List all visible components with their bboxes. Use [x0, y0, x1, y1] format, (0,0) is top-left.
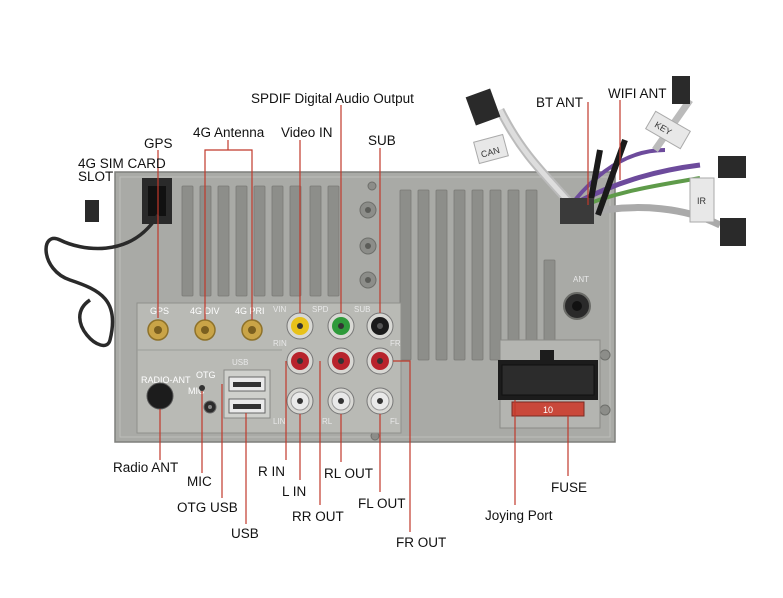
marking-vin: VIN	[273, 305, 287, 314]
leader-lines	[157, 100, 621, 532]
marking-sub: SUB	[354, 305, 370, 314]
radio-ant-jack	[146, 382, 174, 410]
leader-fr-out	[393, 360, 411, 532]
label-sim-card: 4G SIM CARD	[78, 156, 166, 171]
usb-port	[228, 398, 266, 414]
label-4g-antenna: 4G Antenna	[193, 125, 265, 140]
tag-can: CAN	[480, 145, 501, 160]
marking-spd: SPD	[312, 305, 329, 314]
4g-pri-connector	[241, 319, 263, 341]
label-fuse: FUSE	[551, 480, 588, 495]
marking-rin: RIN	[273, 339, 287, 348]
label-spdif: SPDIF Digital Audio Output	[251, 91, 414, 106]
mic-otg-jacks	[199, 385, 217, 414]
marking-gps: GPS	[150, 306, 169, 316]
marking-ant: ANT	[573, 275, 589, 284]
otg-usb-port	[228, 376, 266, 392]
label-sim-card-slot: SLOT	[78, 169, 114, 184]
rca-fr-out	[366, 347, 394, 375]
joying-port-connector: 10	[498, 339, 601, 429]
rca-r-in	[286, 347, 314, 375]
label-usb: USB	[231, 526, 259, 541]
cable-connectors	[465, 76, 746, 246]
fuse: 10	[511, 401, 585, 417]
label-fl-out: FL OUT	[358, 496, 406, 511]
tag-ir: IR	[697, 196, 707, 206]
label-bt-ant: BT ANT	[536, 95, 584, 110]
gps-connector	[147, 319, 169, 341]
label-r-in: R IN	[258, 464, 285, 479]
label-rr-out: RR OUT	[292, 509, 344, 524]
label-sub: SUB	[368, 133, 396, 148]
marking-usb: USB	[232, 358, 248, 367]
marking-otg: OTG	[196, 370, 216, 380]
rca-jacks	[286, 312, 394, 415]
marking-radio-ant: RADIO-ANT	[141, 375, 191, 385]
vent-slots-right	[399, 189, 556, 361]
usb-ports	[223, 369, 271, 419]
label-fr-out: FR OUT	[396, 535, 447, 550]
label-video-in: Video IN	[281, 125, 333, 140]
rca-rl-out	[327, 387, 355, 415]
label-otg-usb: OTG USB	[177, 500, 238, 515]
label-joying-port: Joying Port	[485, 508, 553, 523]
marking-lin: LIN	[273, 417, 286, 426]
marking-mic: MIC	[188, 386, 205, 396]
rca-sub	[366, 312, 394, 340]
marking-rl: RL	[322, 417, 333, 426]
label-l-in: L IN	[282, 484, 307, 499]
rca-spdif	[327, 312, 355, 340]
label-wifi-ant: WIFI ANT	[608, 86, 667, 101]
rca-fl-out	[366, 387, 394, 415]
rca-l-in	[286, 387, 314, 415]
marking-fl: FL	[390, 417, 400, 426]
rca-rr-out	[327, 347, 355, 375]
rca-video-in	[286, 312, 314, 340]
antenna-connectors	[147, 319, 263, 341]
fuse-value: 10	[543, 405, 553, 415]
marking-pri: 4G PRI	[235, 306, 265, 316]
side-ant-jack	[563, 292, 591, 320]
label-rl-out: RL OUT	[324, 466, 374, 481]
label-mic: MIC	[187, 474, 212, 489]
label-radio-ant: Radio ANT	[113, 460, 179, 475]
label-gps: GPS	[144, 136, 173, 151]
cable-tags: CAN KEY IR	[473, 110, 715, 223]
marking-fr: FR	[390, 339, 401, 348]
4g-div-connector	[194, 319, 216, 341]
sim-cable	[44, 200, 160, 348]
